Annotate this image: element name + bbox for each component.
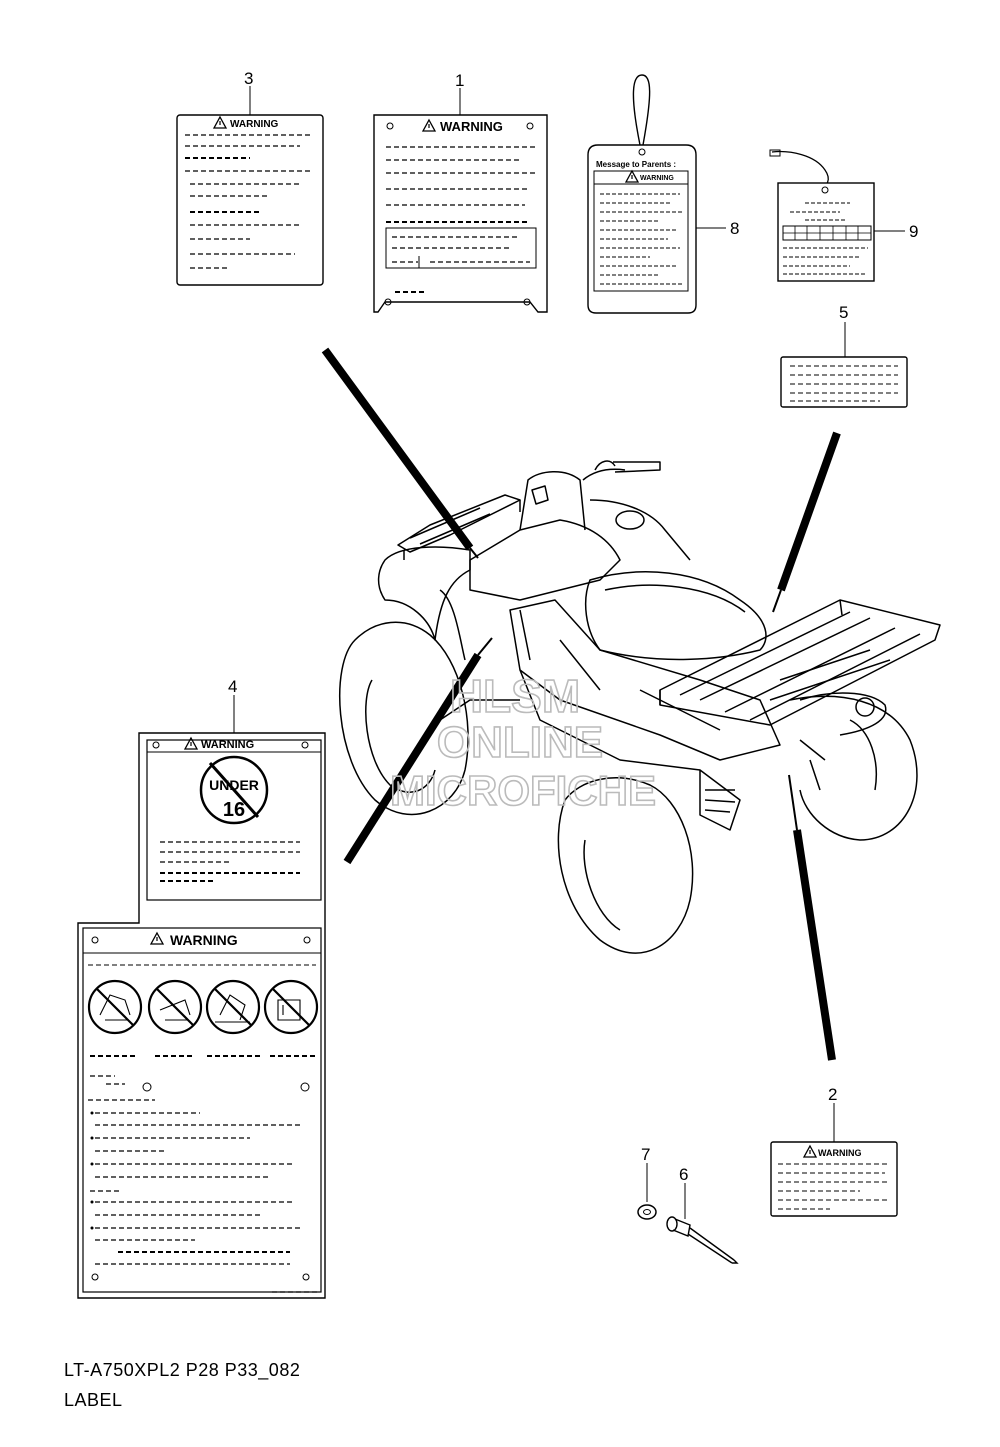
callout-9: 9 [909, 222, 918, 241]
prohibition-icon [147, 979, 203, 1035]
callout-7: 7 [641, 1145, 650, 1164]
leader-lines [321, 347, 841, 1061]
message-to-parents: Message to Parents : [596, 160, 676, 169]
callout-1: 1 [455, 71, 464, 90]
under-16-icon [199, 755, 269, 825]
label-1-warning: WARNING [440, 119, 503, 134]
label-2: WARNING 2 [770, 1085, 898, 1217]
diagram-code: LT-A750XPL2 P28 P33_082 [64, 1360, 301, 1380]
watermark: HLSM ONLINE MICROFICHE [389, 669, 657, 815]
label-3: WARNING 3 [176, 69, 324, 286]
label-9: 9 [769, 149, 918, 282]
prohibition-icon [263, 979, 319, 1035]
watermark-line-3: MICROFICHE [390, 767, 656, 814]
label-8-warning: WARNING [640, 175, 674, 182]
callout-6: 6 [679, 1165, 688, 1184]
age-text: 16 [223, 799, 245, 821]
callout-8: 8 [730, 219, 739, 238]
label-4-warning-upper: WARNING [201, 739, 254, 751]
label-4-warning-lower: WARNING [170, 932, 238, 948]
label-5: 5 [780, 303, 908, 408]
watermark-line-2: ONLINE [437, 718, 603, 767]
label-2-warning: WARNING [818, 1148, 862, 1158]
label-4: WARNING UNDER 16 WARNING [77, 677, 326, 1299]
label-8: Message to Parents : WARNING 8 [587, 74, 739, 314]
diagram-title: LABEL [64, 1390, 123, 1410]
callout-3: 3 [244, 69, 253, 88]
callout-2: 2 [828, 1085, 837, 1104]
rivet-part-6: 6 [666, 1165, 739, 1264]
label-1: WARNING 1 [373, 71, 548, 313]
atv-illustration [339, 460, 941, 954]
callout-5: 5 [839, 303, 848, 322]
under-text: UNDER [209, 777, 259, 793]
prohibition-icon [205, 979, 261, 1035]
prohibition-icon [87, 979, 143, 1035]
washer-part-7: 7 [637, 1145, 657, 1220]
callout-4: 4 [228, 677, 237, 696]
watermark-line-1: HLSM [450, 670, 580, 722]
label-3-warning: WARNING [230, 119, 279, 130]
